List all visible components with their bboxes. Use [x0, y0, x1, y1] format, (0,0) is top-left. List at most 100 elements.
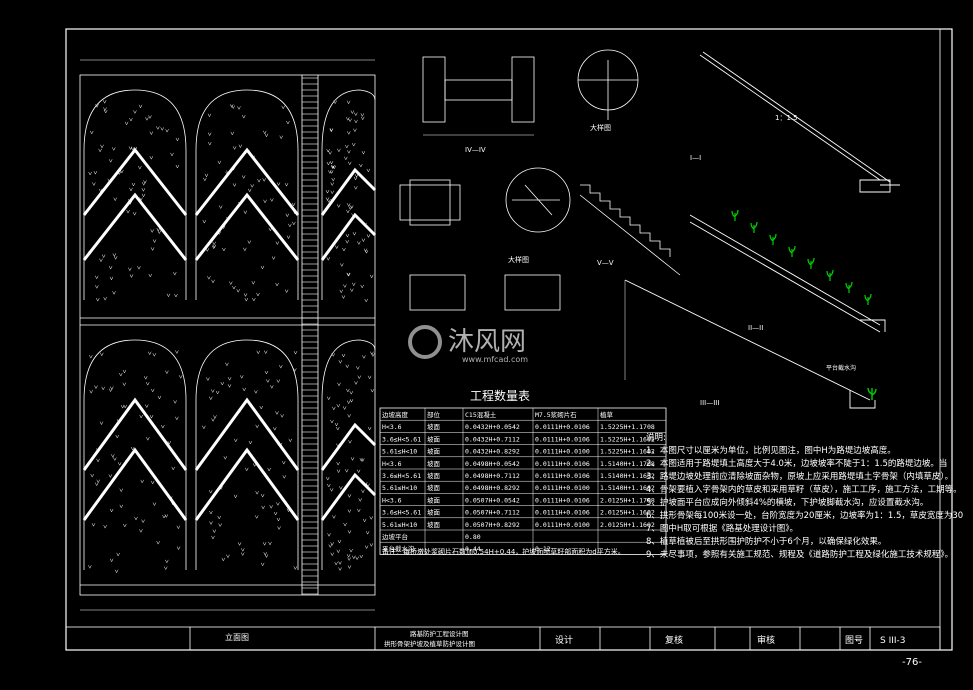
grass-mark [137, 266, 141, 270]
grass-mark [361, 116, 365, 121]
grass-mark [336, 404, 341, 408]
grass-mark [88, 171, 92, 176]
grass-mark [222, 247, 226, 252]
grass-mark [350, 288, 354, 293]
grass-mark [99, 258, 103, 263]
grass-mark [122, 369, 127, 374]
project-line1: 路基防护工程设计图 [410, 629, 469, 638]
grass-mark [112, 291, 116, 295]
table-cell: 1.5140H+1.1602 [600, 472, 655, 480]
grass-mark [207, 276, 211, 280]
grass-mark [244, 297, 249, 302]
grass-mark [325, 189, 330, 194]
grass-mark [346, 209, 350, 214]
plant-icon [867, 387, 877, 400]
grass-mark [340, 263, 344, 267]
grass-mark [90, 130, 94, 135]
grass-mark [117, 171, 121, 176]
grass-mark [332, 515, 336, 519]
grass-mark [251, 281, 256, 285]
grass-mark [213, 415, 217, 419]
grass-mark [254, 390, 258, 394]
section-3-label: III—III [700, 399, 719, 407]
grass-mark [212, 241, 216, 246]
grass-mark [120, 169, 124, 174]
grass-mark [349, 548, 353, 553]
table-cell: 2.0125H+1.1602 [600, 521, 655, 529]
grass-mark [242, 387, 246, 392]
grass-mark [111, 454, 115, 458]
grass-mark [208, 490, 213, 494]
grass-mark [129, 117, 133, 122]
grass-mark [292, 221, 296, 226]
grass-mark [256, 292, 260, 297]
table-cell: 5.61≤H<10 [382, 521, 417, 529]
grass-mark [343, 284, 347, 289]
grass-mark [247, 188, 252, 193]
table-cell: 3.6≤H<5.61 [382, 472, 421, 480]
grass-mark [237, 409, 242, 414]
table-cell: 3.6≤H<5.61 [382, 435, 421, 443]
grass-mark [109, 558, 114, 563]
note-item: 1、本图尺寸以厘米为单位，比例见图注，图中H为路堤边坡高度。 [646, 445, 896, 456]
note-item: 9、未尽事项，参照有关施工规范、规程及《道路防护工程及绿化施工技术规程》。 [646, 549, 953, 560]
grass-mark [117, 462, 122, 466]
grass-mark [220, 381, 225, 386]
grass-mark [115, 434, 119, 439]
grass-mark [366, 168, 371, 173]
grass-mark [330, 182, 334, 187]
grass-mark [255, 515, 259, 519]
grass-mark [365, 531, 370, 535]
grass-mark [119, 504, 123, 509]
grass-mark [237, 542, 242, 546]
grass-mark [207, 113, 212, 118]
grass-mark [260, 562, 265, 567]
grass-mark [264, 350, 268, 355]
grass-mark [335, 245, 339, 250]
grass-mark [263, 199, 267, 204]
grass-mark [131, 182, 136, 187]
grass-mark [327, 483, 331, 488]
grass-mark [276, 379, 281, 384]
grass-mark [88, 565, 92, 569]
grass-mark [329, 488, 334, 492]
plant-icon [769, 233, 777, 245]
plant-icon [750, 221, 758, 233]
grass-mark [326, 396, 331, 401]
grass-mark [255, 424, 259, 429]
grass-mark [293, 566, 298, 570]
grass-mark [175, 416, 179, 421]
grass-mark [149, 131, 154, 136]
grass-mark [149, 156, 154, 160]
grass-mark [286, 120, 290, 125]
grass-mark [202, 219, 207, 224]
grass-mark [206, 377, 210, 382]
grass-mark [102, 100, 107, 104]
grass-mark [328, 544, 332, 549]
grass-mark [171, 501, 175, 506]
grass-mark [175, 137, 180, 142]
grass-mark [209, 521, 213, 525]
grass-mark [145, 382, 150, 386]
grass-mark [337, 539, 342, 544]
grass-mark [166, 293, 171, 298]
grass-mark [133, 146, 138, 151]
grass-mark [151, 388, 155, 393]
grass-mark [348, 206, 353, 211]
grass-mark [132, 212, 137, 216]
grass-mark [145, 117, 149, 121]
plant-icon [731, 209, 739, 221]
grass-mark [327, 533, 331, 537]
grass-mark [148, 115, 152, 119]
grass-mark [149, 414, 154, 419]
table-cell: 0.0498H+0.0542 [465, 460, 520, 468]
grass-mark [336, 426, 340, 431]
table-cell: 坡面 [427, 459, 441, 468]
table-cell: 1.5225H+1.1602 [600, 448, 655, 456]
grass-mark [232, 183, 237, 187]
grass-mark [241, 175, 246, 179]
grass-mark [94, 482, 99, 487]
grass-mark [88, 251, 93, 255]
grass-mark [357, 241, 361, 246]
